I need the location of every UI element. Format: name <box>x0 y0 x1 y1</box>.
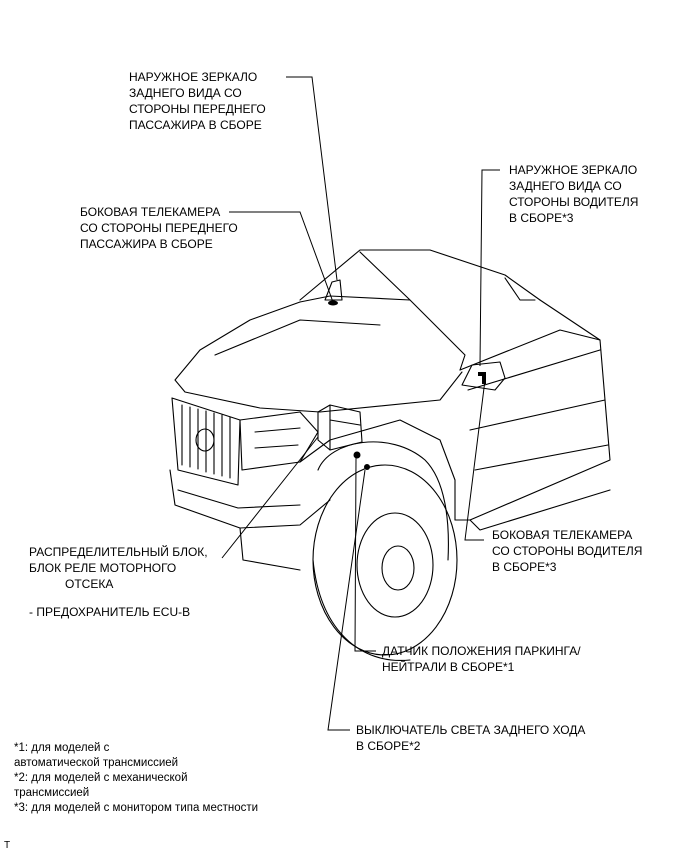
reverse-switch-mark <box>364 464 370 470</box>
driver-camera-mark <box>478 372 486 384</box>
leader-park-sensor <box>354 457 376 652</box>
footnotes: *1: для моделей с автоматической трансми… <box>14 741 258 816</box>
headlight <box>239 411 319 471</box>
grille <box>171 397 241 486</box>
label-fuse: - ПРЕДОХРАНИТЕЛЬ ECU-B <box>29 605 191 619</box>
leader-relay-block <box>221 436 319 559</box>
roof-outline <box>299 249 541 301</box>
windshield <box>299 295 466 371</box>
label-reverse-switch: ВЫКЛЮЧАТЕЛЬ СВЕТА ЗАДНЕГО ХОДА В СБОРЕ*2 <box>356 723 586 753</box>
footnote-line: *2: для моделей с механической <box>14 772 188 784</box>
front-fender <box>299 419 456 521</box>
footnote-line: трансмиссией <box>14 787 90 799</box>
leader-passenger-mirror <box>286 76 338 281</box>
label-passenger-camera: БОКОВАЯ ТЕЛЕКАМЕРА СО СТОРОНЫ ПЕРЕДНЕГО … <box>80 205 238 251</box>
label-park-sensor: ДАТЧИК ПОЛОЖЕНИЯ ПАРКИНГА/ НЕЙТРАЛИ В СБ… <box>382 644 581 674</box>
footnote-line: *1: для моделей с <box>14 742 110 754</box>
hood <box>174 301 463 413</box>
corner-mark: T <box>4 840 11 851</box>
footnote-line: *3: для моделей с монитором типа местнос… <box>14 802 259 814</box>
park-sensor-mark <box>353 451 361 459</box>
label-driver-mirror: НАРУЖНОЕ ЗЕРКАЛО ЗАДНЕГО ВИДА СО СТОРОНЫ… <box>509 163 639 225</box>
passenger-camera-mark <box>328 300 338 306</box>
front-wheel <box>312 464 458 656</box>
leader-passenger-camera <box>229 211 334 303</box>
leader-reverse-switch <box>327 469 366 731</box>
label-driver-camera: БОКОВАЯ ТЕЛЕКАМЕРА СО СТОРОНЫ ВОДИТЕЛЯ В… <box>492 528 643 574</box>
body-side <box>454 329 611 521</box>
leader-driver-mirror <box>479 169 500 367</box>
label-relay-block: РАСПРЕДЕЛИТЕЛЬНЫЙ БЛОК, БЛОК РЕЛЕ МОТОРН… <box>29 545 208 591</box>
footnote-line: автоматической трансмиссией <box>14 757 179 769</box>
leader-driver-camera <box>464 379 486 541</box>
driver-mirror-shape <box>461 361 506 391</box>
front-bumper <box>169 469 331 529</box>
passenger-mirror-shape <box>324 279 343 301</box>
label-passenger-mirror: НАРУЖНОЕ ЗЕРКАЛО ЗАДНЕГО ВИДА СО СТОРОНЫ… <box>129 70 266 132</box>
